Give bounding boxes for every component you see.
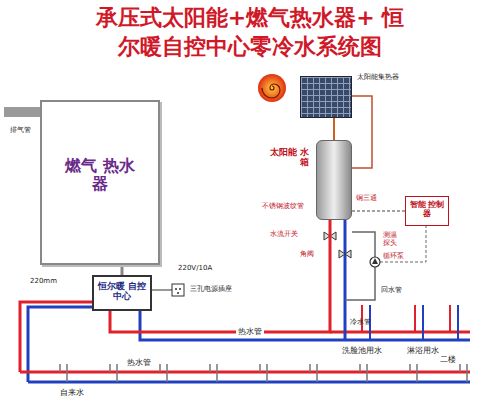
sensor-wire [380, 225, 426, 262]
riser-stub [210, 364, 217, 382]
heater-box: 燃气 热水器 [40, 100, 160, 265]
riser-stub [160, 364, 167, 382]
control-center-box: 恒尔暖 自控中心 [92, 275, 152, 311]
part-label: 220mm [30, 277, 57, 285]
pump-symbol [370, 257, 380, 267]
collector-return-pipe [352, 96, 372, 168]
node-text: 太阳能 水箱 [269, 147, 309, 168]
solar-collector: 太阳能集热器 [300, 76, 352, 118]
part-label: 二楼 [440, 355, 456, 364]
pipe-connector [121, 265, 124, 275]
pipe-connector [352, 211, 405, 212]
node-text: 恒尔暖 自控中心 [94, 277, 150, 302]
part-label: 三孔电源插座 [190, 285, 232, 293]
part-label: 水流开关 [270, 230, 298, 238]
cold-riser [344, 220, 347, 340]
part-label: 不锈钢波纹管 [262, 202, 304, 210]
part-label: 冷水管 [350, 318, 371, 326]
return-pipe [345, 232, 375, 300]
solar-tank: 太阳能 水箱 [316, 140, 352, 220]
hot-pipe [20, 302, 92, 372]
riser-stub [60, 364, 67, 382]
power-cord [152, 289, 172, 290]
part-label: 热水管 [125, 358, 153, 367]
riser-stub [410, 364, 417, 382]
part-label: 循环泵 [383, 252, 404, 260]
valve-symbol [339, 250, 351, 258]
diagram-title: 承压式太阳能+燃气热水器+ 恒尔暖自控中心零冷水系统图 [90, 4, 410, 61]
part-label: 淋浴用水 [405, 346, 441, 355]
part-label: 测温探头 [383, 231, 398, 247]
hot-pipe [20, 371, 470, 374]
part-label: 220V/10A [178, 264, 212, 272]
riser-stub [110, 364, 117, 382]
riser-stub [310, 364, 317, 382]
pipe-connector [333, 118, 335, 140]
riser-stub [260, 364, 267, 382]
part-label: 角阀 [300, 250, 314, 258]
socket-symbol [172, 284, 184, 296]
part-label: 洗脸池用水 [340, 346, 384, 355]
floor-risers [60, 364, 467, 382]
cold-pipe [140, 311, 470, 340]
fixture-riser [370, 305, 458, 340]
riser-stub [460, 364, 467, 382]
part-label: 自来水 [60, 388, 84, 397]
node-text: 智能 控制器 [406, 197, 448, 221]
sun-spiral [262, 84, 280, 98]
fixture-riser [362, 305, 450, 332]
part-label: 回水管 [381, 286, 402, 294]
smart-controller: 智能 控制器 [405, 196, 449, 226]
sun-symbol [258, 74, 286, 102]
node-text: 太阳能集热器 [357, 73, 399, 81]
cold-pipe [28, 381, 470, 384]
part-label: 铜三通 [356, 194, 377, 202]
riser-stub [360, 364, 367, 382]
node-text: 燃气 热水器 [65, 157, 135, 194]
edge-label: 热水管 [236, 327, 264, 336]
part-label: 排气管 [10, 126, 31, 134]
